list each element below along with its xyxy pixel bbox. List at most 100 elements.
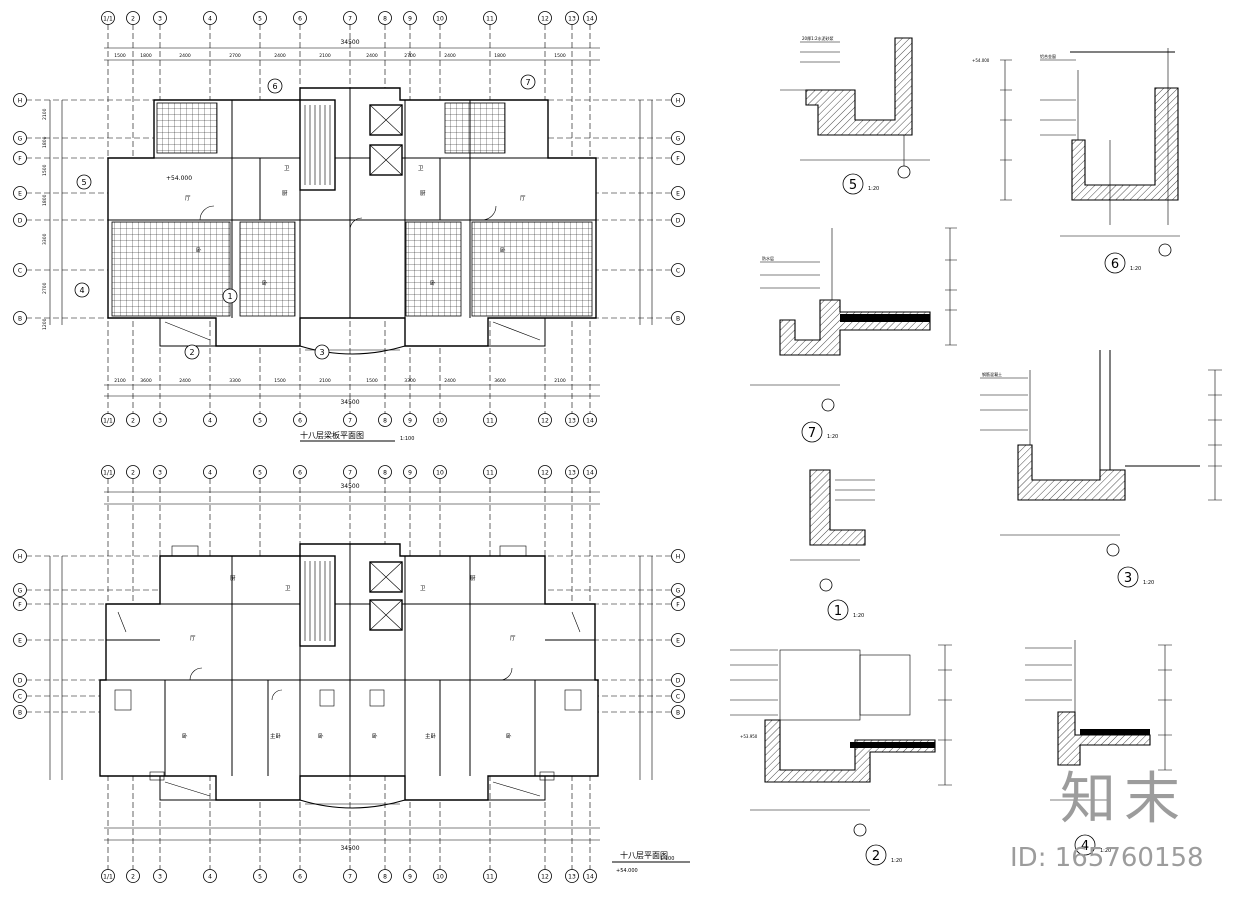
svg-text:2: 2 xyxy=(189,348,194,357)
bottom-dim-text: 2100 xyxy=(554,378,566,384)
room-label: 厨 xyxy=(282,190,288,197)
detail-2-number: 2 xyxy=(872,849,880,864)
bottom-axis-bubble xyxy=(101,869,115,883)
top-axis-label: 11 xyxy=(486,470,494,477)
top-axis-bubble xyxy=(126,11,140,25)
left-axis-bubble xyxy=(13,633,27,647)
detail-7: 7 1:20 xyxy=(750,227,957,443)
top-axis-label: 12 xyxy=(541,470,549,477)
left-axis-label: E xyxy=(18,191,22,198)
bottom-dim-text: 2400 xyxy=(444,378,456,384)
top-axis-label: 8 xyxy=(383,470,387,477)
detail-7-number: 7 xyxy=(808,426,816,441)
bottom-axis-label: 14 xyxy=(586,418,594,425)
bottom-dim-text: 3300 xyxy=(229,378,241,384)
bottom-axis-label: 10 xyxy=(436,418,444,425)
room-label: 厅 xyxy=(190,635,196,642)
right-axis-label: C xyxy=(676,694,680,701)
top-axis-bubble xyxy=(378,465,392,479)
side-dim-text: 2100 xyxy=(42,108,48,120)
side-dim-text: 1200 xyxy=(42,318,48,330)
svg-text:5: 5 xyxy=(81,178,86,187)
top-axis-bubble xyxy=(483,465,497,479)
bottom-axis-bubble xyxy=(583,413,597,427)
bottom-axis-bubble xyxy=(483,413,497,427)
bottom-axis-label: 2 xyxy=(131,874,135,881)
detail-note: +54.000 xyxy=(972,58,990,63)
lower-overall-dim: 34500 xyxy=(340,483,359,490)
top-axis-bubble xyxy=(583,465,597,479)
bottom-axis-bubble xyxy=(583,869,597,883)
top-dim-text: 2400 xyxy=(179,53,191,59)
bottom-axis-bubble xyxy=(483,869,497,883)
svg-text:4: 4 xyxy=(79,286,84,295)
watermark-id: ID: 165760158 xyxy=(1010,843,1204,873)
bottom-axis-label: 3 xyxy=(158,874,162,881)
detail-note: 防水层 xyxy=(762,255,774,261)
right-axis-label: D xyxy=(676,678,681,685)
detail-note: 20厚1:2水泥砂浆 xyxy=(802,35,834,41)
top-axis-label: 2 xyxy=(131,470,135,477)
room-label: 卧 xyxy=(318,732,324,740)
room-label: 卫 xyxy=(418,165,424,172)
right-axis-label: E xyxy=(676,191,680,198)
bottom-axis-bubble xyxy=(153,869,167,883)
top-dim-text: 2400 xyxy=(366,53,378,59)
right-axis-label: F xyxy=(676,602,680,609)
right-axis-label: B xyxy=(676,710,680,717)
left-axis-label: C xyxy=(18,694,22,701)
upper-hatch-zone xyxy=(156,102,218,154)
top-axis-label: 5 xyxy=(258,470,262,477)
top-axis-label: 8 xyxy=(383,16,387,23)
detail-note: 铝合金窗 xyxy=(1040,53,1056,59)
bottom-axis-bubble xyxy=(153,413,167,427)
detail-6-scale: 1:20 xyxy=(1130,266,1141,272)
bottom-axis-bubble xyxy=(565,869,579,883)
bottom-axis-bubble xyxy=(101,413,115,427)
right-axis-bubble xyxy=(671,263,685,277)
top-axis-bubble xyxy=(253,465,267,479)
top-axis-label: 13 xyxy=(568,16,576,23)
top-axis-label: 2 xyxy=(131,16,135,23)
top-axis-label: 9 xyxy=(408,16,412,23)
top-dim-text: 2400 xyxy=(274,53,286,59)
bottom-dim-text: 1500 xyxy=(274,378,286,384)
right-axis-label: B xyxy=(676,316,680,323)
bottom-axis-bubble xyxy=(126,869,140,883)
left-axis-bubble xyxy=(13,583,27,597)
top-axis-bubble xyxy=(101,465,115,479)
top-axis-bubble xyxy=(253,11,267,25)
top-dim-text: 1500 xyxy=(114,53,126,59)
top-axis-bubble xyxy=(153,465,167,479)
detail-5-scale: 1:20 xyxy=(868,186,879,192)
left-axis-label: D xyxy=(18,218,23,225)
watermark: 知末 ID: 165760158 xyxy=(1010,767,1204,873)
watermark-logo: 知末 xyxy=(1060,767,1188,832)
side-dim-text: 1800 xyxy=(42,136,48,148)
top-axis-label: 10 xyxy=(436,470,444,477)
top-axis-label: 12 xyxy=(541,16,549,23)
room-label: 卫 xyxy=(420,585,426,592)
right-axis-bubble xyxy=(671,689,685,703)
bottom-axis-bubble xyxy=(203,869,217,883)
left-axis-bubble xyxy=(13,705,27,719)
room-label: 厨 xyxy=(230,575,236,582)
bottom-dim-text: 2400 xyxy=(179,378,191,384)
left-axis-label: E xyxy=(18,638,22,645)
upper-overall-dim-bottom: 34500 xyxy=(340,399,359,406)
room-label: 卧 xyxy=(182,732,188,740)
left-axis-bubble xyxy=(13,186,27,200)
detail-4-number: 4 xyxy=(1081,839,1089,854)
detail-4-scale: 1:20 xyxy=(1100,848,1111,854)
bottom-axis-label: 8 xyxy=(383,874,387,881)
bottom-axis-label: 7 xyxy=(348,418,352,425)
room-label: 卧 xyxy=(500,246,506,254)
top-dim-text: 2400 xyxy=(444,53,456,59)
room-label: 厅 xyxy=(185,195,191,202)
top-axis-bubble xyxy=(101,11,115,25)
right-axis-bubble xyxy=(671,705,685,719)
bottom-axis-bubble xyxy=(343,869,357,883)
bottom-axis-bubble xyxy=(565,413,579,427)
left-axis-bubble xyxy=(13,549,27,563)
detail-1-scale: 1:20 xyxy=(853,613,864,619)
